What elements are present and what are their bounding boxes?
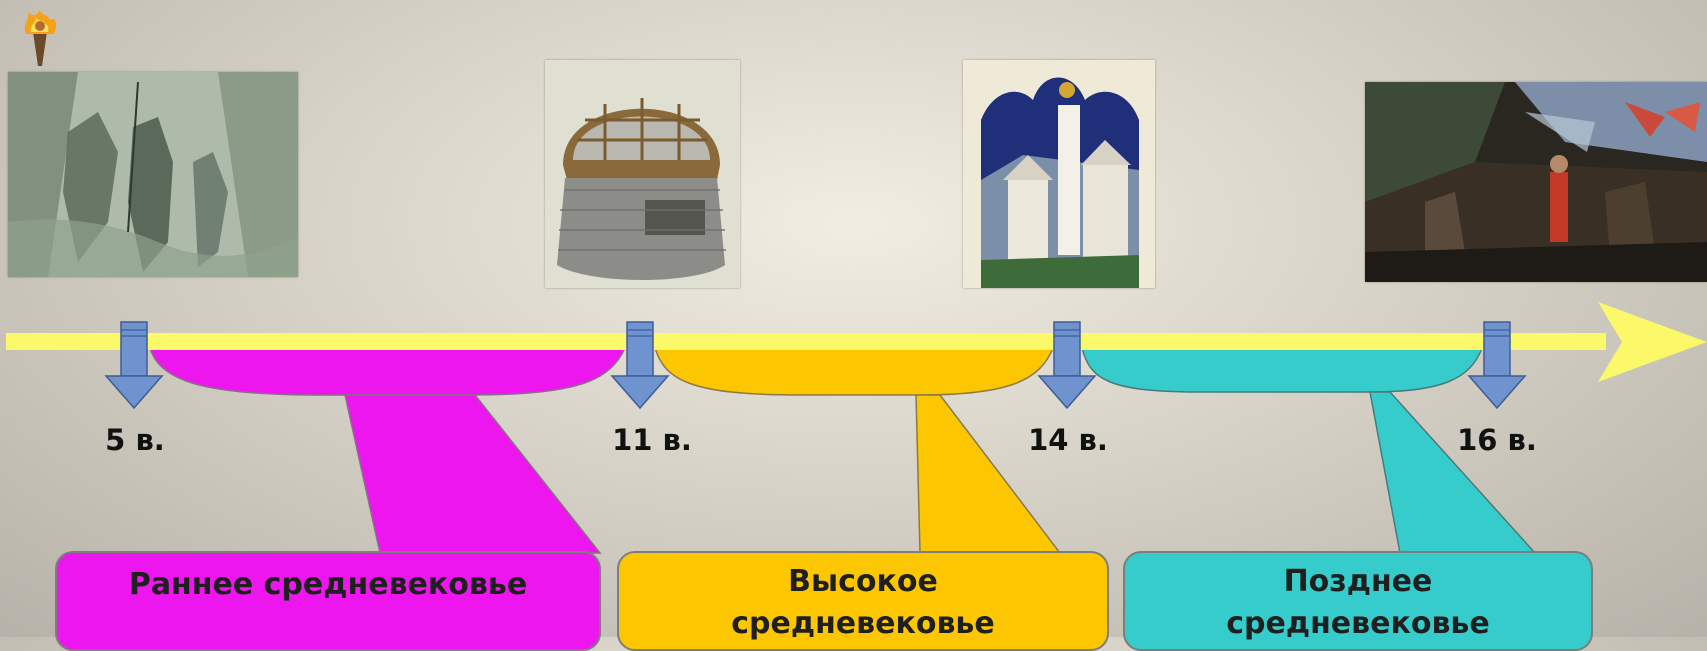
callout-early-label: Раннее средневековье: [128, 567, 528, 602]
century-label-14: 14 в.: [1028, 423, 1108, 457]
marker-arrow-11: [610, 321, 670, 410]
marker-arrow-16: [1467, 321, 1527, 410]
timeline-arrowhead: [1598, 302, 1707, 382]
columbus-landing-painting-image: [1365, 82, 1707, 282]
callout-high-line1: Высокое: [788, 564, 938, 599]
torch-icon: [24, 10, 57, 66]
callout-pointer-high: [915, 394, 1062, 554]
callout-early-middle-ages: Раннее средневековье: [55, 551, 601, 651]
marker-arrow-5: [104, 321, 164, 410]
callout-late-middle-ages: Позднее средневековье: [1123, 551, 1593, 651]
gothic-castle-miniature-image: [963, 60, 1155, 288]
chainmail-helmet-image: [545, 60, 740, 288]
barbarians-engraving-image: [8, 72, 298, 277]
callout-late-line1: Позднее: [1283, 564, 1433, 599]
callout-late-line2: средневековье: [1226, 606, 1490, 641]
period-shape-high: [653, 347, 1055, 396]
century-label-16: 16 в.: [1457, 423, 1537, 457]
timeline-drawing: [6, 302, 1707, 554]
century-label-5: 5 в.: [105, 423, 165, 457]
medieval-periods-timeline: 5 в. 11 в. 14 в. 16 в. Раннее средневеко…: [6, 10, 1707, 651]
callout-pointer-late: [1369, 391, 1537, 554]
marker-arrow-14: [1037, 321, 1097, 410]
century-label-11: 11 в.: [612, 423, 692, 457]
period-shape-late: [1081, 347, 1484, 393]
callout-high-middle-ages: Высокое средневековье: [617, 551, 1109, 651]
callout-high-line2: средневековье: [731, 606, 995, 641]
callout-pointer-early: [344, 394, 602, 554]
timeline-axis: [6, 333, 1606, 350]
period-shape-early: [148, 347, 627, 396]
